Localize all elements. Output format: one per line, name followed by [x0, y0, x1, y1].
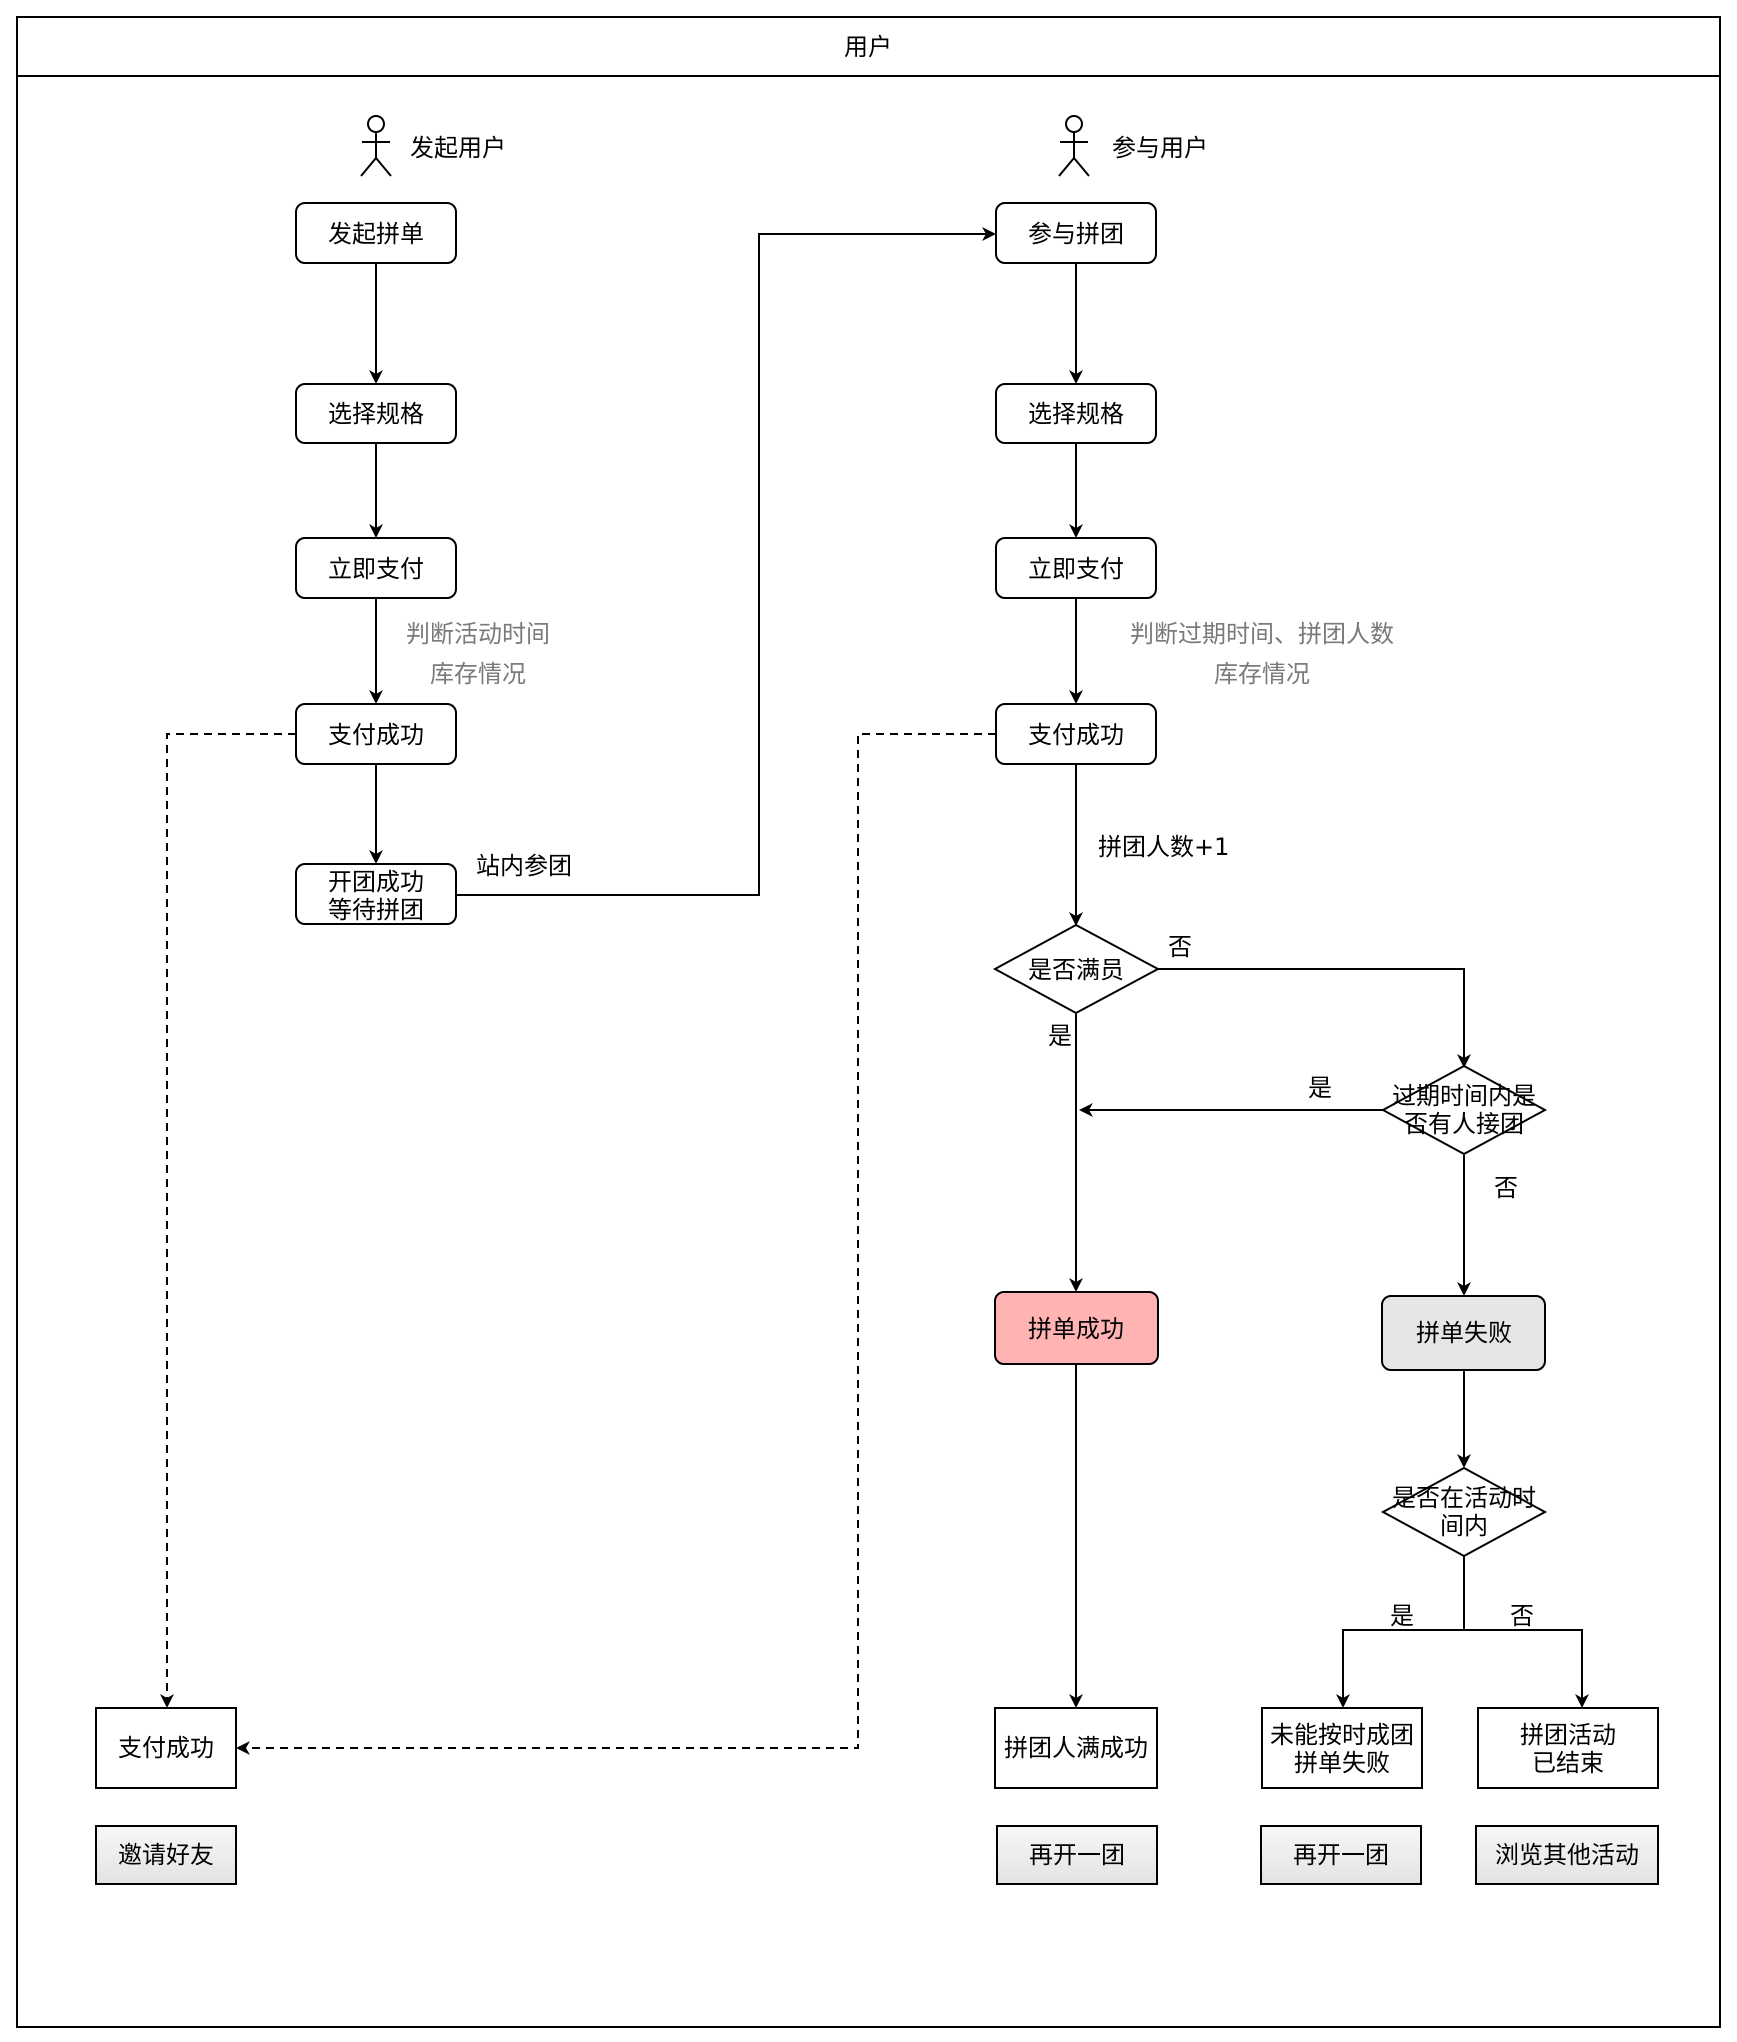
node-initiator-pay-label: 立即支付 [328, 555, 424, 583]
node-initiator-spec-label: 选择规格 [328, 400, 424, 428]
initiator-check-note-1: 判断活动时间 [406, 620, 550, 648]
node-initiator-pay[interactable]: 立即支付 [295, 537, 457, 599]
node-participant-pay-label: 立即支付 [1028, 555, 1124, 583]
result-initiator-paid[interactable]: 支付成功 [95, 1707, 237, 1789]
node-initiator-pay-success[interactable]: 支付成功 [295, 703, 457, 765]
result-activity-ended[interactable]: 拼团活动 已结束 [1477, 1707, 1659, 1789]
result-not-formed-line1: 未能按时成团 [1270, 1721, 1414, 1749]
edge-initiator-paid-dashed [160, 733, 296, 1708]
decision-in-activity-line1: 是否在活动时 [1392, 1484, 1536, 1512]
node-initiator-group-opened-line1: 开团成功 [328, 868, 424, 896]
decision-is-full-label: 是否满员 [1028, 956, 1124, 984]
node-participant-pay-success-label: 支付成功 [1028, 721, 1124, 749]
edge-participant-paid-dashed [236, 733, 996, 1755]
node-participant-pay-success[interactable]: 支付成功 [995, 703, 1157, 765]
browse-other-activities-label: 浏览其他活动 [1495, 1841, 1639, 1869]
reopen-group-button-1[interactable]: 再开一团 [996, 1825, 1158, 1885]
pool-title: 用户 [844, 33, 892, 61]
decision-in-activity-line2: 间内 [1440, 1512, 1488, 1540]
swimlane-pool: 用户 [16, 16, 1721, 2028]
node-group-fail-label: 拼单失败 [1416, 1319, 1512, 1347]
node-group-success[interactable]: 拼单成功 [994, 1291, 1159, 1365]
edge-activity-yes [1336, 1629, 1464, 1708]
node-group-fail-shape [1381, 1295, 1546, 1371]
result-activity-ended-line2: 已结束 [1532, 1749, 1604, 1777]
actor-participant-label: 参与用户 [1112, 134, 1208, 162]
participant-check-note-2: 库存情况 [1214, 660, 1310, 688]
actor-initiator-label: 发起用户 [410, 134, 506, 162]
result-full-success[interactable]: 拼团人满成功 [994, 1707, 1158, 1789]
decision-in-activity[interactable]: 是否在活动时 间内 [1380, 1466, 1548, 1558]
actor-participant-icon [1058, 115, 1090, 177]
node-initiator-spec[interactable]: 选择规格 [295, 383, 457, 444]
edge-count-plus-label: 拼团人数+1 [1098, 833, 1229, 861]
node-group-success-shape [994, 1291, 1159, 1365]
edge-full-no-label: 否 [1168, 933, 1192, 961]
node-group-fail[interactable]: 拼单失败 [1381, 1295, 1546, 1371]
node-initiator-start-label: 发起拼单 [328, 220, 424, 248]
node-group-success-label: 拼单成功 [1028, 1315, 1124, 1343]
invite-friends-label: 邀请好友 [118, 1841, 214, 1869]
reopen-group-button-2[interactable]: 再开一团 [1260, 1825, 1422, 1885]
edge-in-site-join-label: 站内参团 [476, 852, 572, 880]
node-participant-pay[interactable]: 立即支付 [995, 537, 1157, 599]
node-participant-spec-label: 选择规格 [1028, 400, 1124, 428]
node-participant-spec[interactable]: 选择规格 [995, 383, 1157, 444]
initiator-check-note-2: 库存情况 [430, 660, 526, 688]
edge-activity-no-label: 否 [1510, 1602, 1534, 1630]
actor-initiator-icon [360, 115, 392, 177]
browse-other-activities-button[interactable]: 浏览其他活动 [1475, 1825, 1659, 1885]
result-not-formed[interactable]: 未能按时成团 拼单失败 [1261, 1707, 1423, 1789]
edge-activity-no [1464, 1629, 1589, 1708]
decision-is-full[interactable]: 是否满员 [992, 923, 1161, 1015]
result-initiator-paid-label: 支付成功 [118, 1734, 214, 1762]
decision-someone-joined-line2: 否有人接团 [1404, 1110, 1524, 1138]
node-participant-join-label: 参与拼团 [1028, 220, 1124, 248]
reopen-group-label-1: 再开一团 [1029, 1841, 1125, 1869]
node-participant-join[interactable]: 参与拼团 [995, 202, 1157, 264]
node-initiator-group-opened-line2: 等待拼团 [328, 896, 424, 924]
edge-full-yes-label: 是 [1048, 1022, 1072, 1050]
result-activity-ended-line1: 拼团活动 [1520, 1721, 1616, 1749]
participant-check-note-1: 判断过期时间、拼团人数 [1130, 620, 1394, 648]
decision-someone-joined-line1: 过期时间内是 [1392, 1082, 1536, 1110]
result-not-formed-line2: 拼单失败 [1294, 1749, 1390, 1777]
decision-someone-joined[interactable]: 过期时间内是 否有人接团 [1380, 1064, 1548, 1156]
node-initiator-start[interactable]: 发起拼单 [295, 202, 457, 264]
edge-full-no [1158, 968, 1471, 1068]
result-full-success-label: 拼团人满成功 [1004, 1734, 1148, 1762]
edge-activity-yes-label: 是 [1390, 1602, 1414, 1630]
edges [160, 227, 1589, 1755]
node-initiator-group-opened[interactable]: 开团成功 等待拼团 [295, 863, 457, 925]
reopen-group-label-2: 再开一团 [1293, 1841, 1389, 1869]
edge-joined-no-label: 否 [1494, 1174, 1518, 1202]
edge-in-site-join [456, 227, 996, 896]
invite-friends-button[interactable]: 邀请好友 [95, 1825, 237, 1885]
node-initiator-pay-success-label: 支付成功 [328, 721, 424, 749]
edge-joined-yes-label: 是 [1308, 1074, 1332, 1102]
